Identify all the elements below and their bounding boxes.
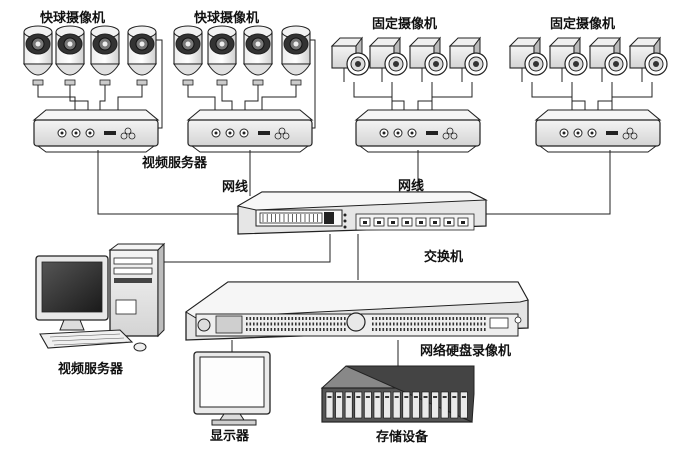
dome-camera-icon <box>281 25 311 86</box>
dome-camera-icon <box>173 25 203 86</box>
network-switch <box>236 191 488 235</box>
dome-camera-icon <box>207 25 237 86</box>
storage-array <box>320 365 475 423</box>
label-monitor: 显示器 <box>210 429 250 444</box>
dome-camera-icon <box>243 25 273 86</box>
label-storage: 存储设备 <box>376 430 429 445</box>
box-camera-icon <box>330 36 370 82</box>
video-server-icon <box>534 109 662 153</box>
video-server-icon <box>186 109 314 153</box>
label-video-server-top: 视频服务器 <box>142 156 208 171</box>
box-camera-icon <box>628 36 668 82</box>
network-cables <box>97 150 611 368</box>
speed-dome-cameras <box>23 25 311 86</box>
video-server-icon <box>32 109 160 153</box>
video-encoders <box>32 109 662 153</box>
box-camera-icon <box>448 36 488 82</box>
box-camera-icon <box>368 36 408 82</box>
label-switch: 交换机 <box>424 250 464 265</box>
video-server-icon <box>354 109 482 153</box>
dome-camera-icon <box>23 25 53 86</box>
display-monitor <box>193 351 271 426</box>
dome-camera-icon <box>127 25 157 86</box>
box-camera-icon <box>588 36 628 82</box>
box-camera-icon <box>408 36 448 82</box>
dome-camera-icon <box>55 25 85 86</box>
box-camera-icon <box>548 36 588 82</box>
fixed-box-cameras <box>330 36 668 82</box>
group-title-3: 固定摄像机 <box>372 17 438 32</box>
dome-camera-icon <box>90 25 120 86</box>
group-title-1: 快球摄像机 <box>40 11 106 26</box>
label-network-right: 网线 <box>398 179 425 194</box>
group-title-4: 固定摄像机 <box>550 17 616 32</box>
label-video-server-bottom: 视频服务器 <box>58 362 124 377</box>
label-network-left: 网线 <box>222 180 249 195</box>
box-camera-icon <box>508 36 548 82</box>
group-title-2: 快球摄像机 <box>194 11 260 26</box>
network-video-recorder <box>185 281 529 341</box>
pc-workstation <box>35 242 166 352</box>
label-nvr: 网络硬盘录像机 <box>420 344 512 359</box>
